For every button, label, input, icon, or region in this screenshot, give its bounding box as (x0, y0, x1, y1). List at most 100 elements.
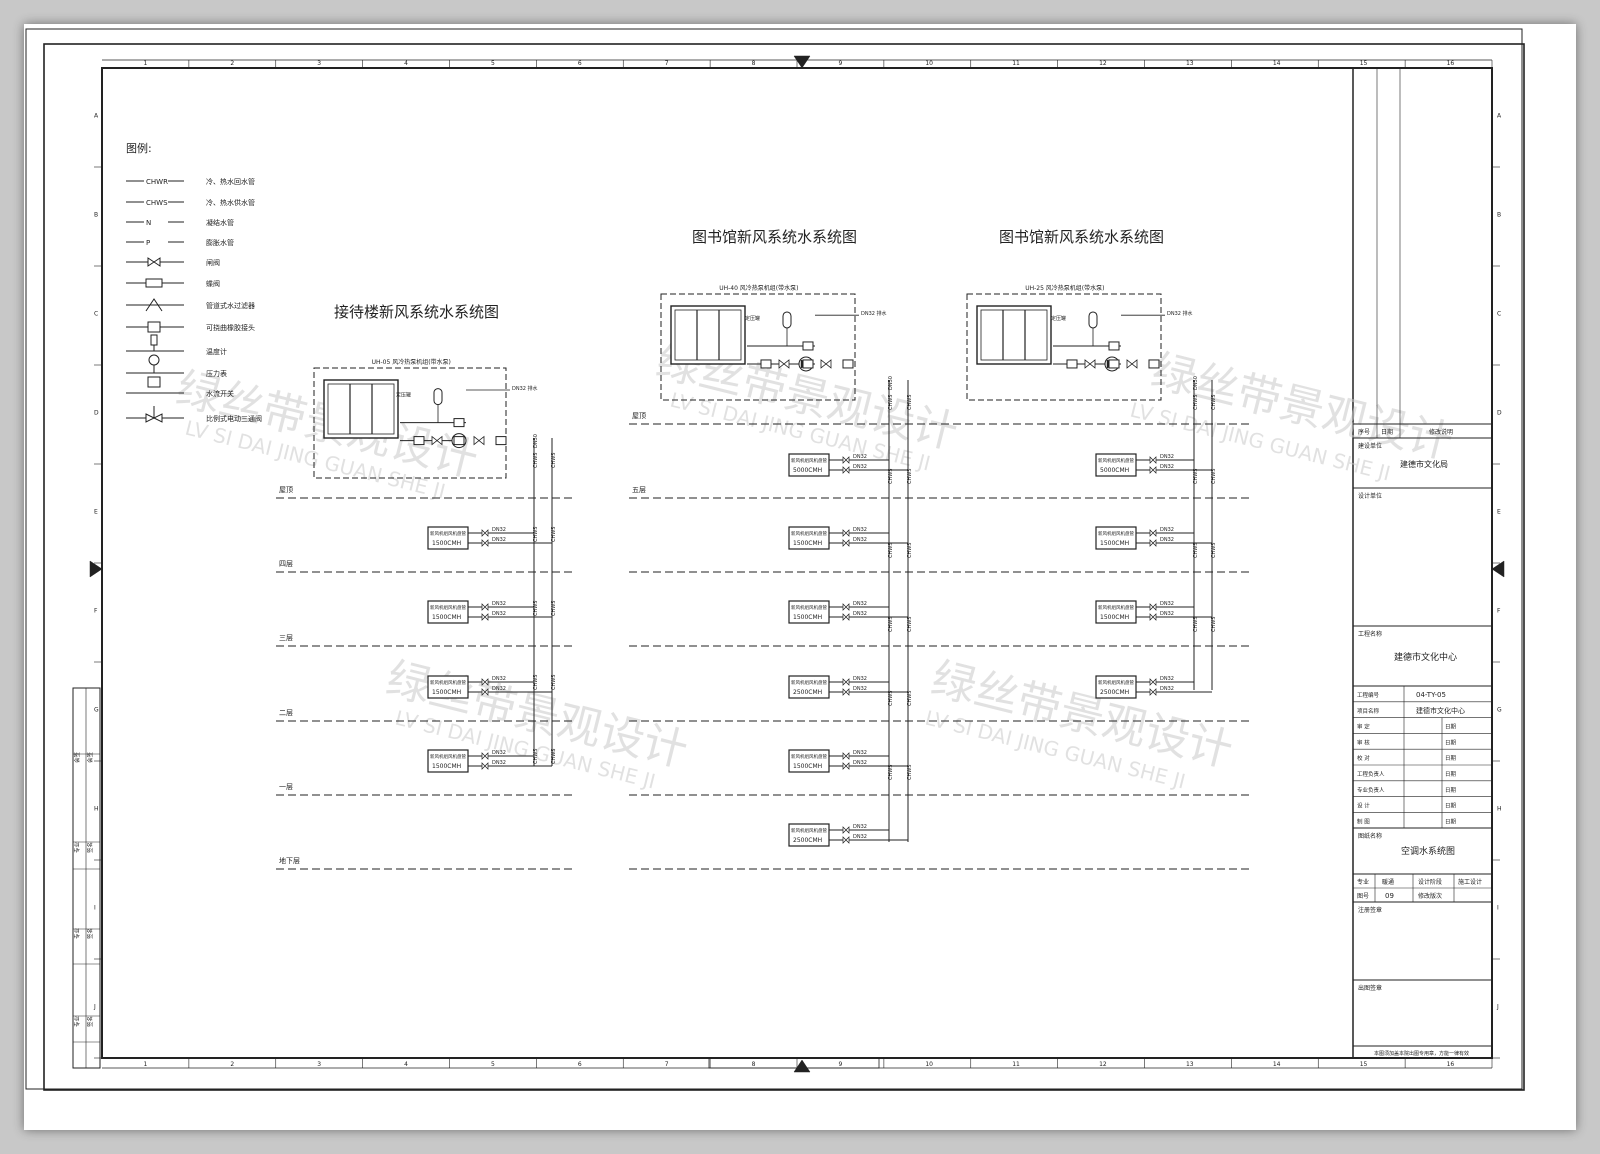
riser-label: CHWS (888, 395, 894, 410)
ahu-capacity: 1500CMH (793, 540, 822, 547)
grid-row-label-left: F (94, 608, 98, 615)
ahu-name: 新风机组风机盘管 (791, 827, 827, 834)
title-library-system-a: 图书馆新风系统水系统图 (692, 228, 857, 246)
grid-col-label-top: 15 (1360, 60, 1368, 67)
ahu-capacity: 1500CMH (793, 614, 822, 621)
paper-frame (43, 43, 1525, 1091)
rev-header-no: 序号 (1358, 428, 1370, 436)
rev-header-desc: 修改说明 (1429, 428, 1453, 436)
legend-row: 水流开关 (126, 376, 234, 398)
riser-label: CHWS (907, 469, 913, 484)
grid-col-label-bottom: 3 (317, 1061, 321, 1068)
riser-label: CHWS (533, 601, 539, 616)
grid-col-label-top: 5 (491, 60, 495, 67)
ahu-name: 新风机组风机盘管 (430, 679, 466, 686)
meta-discipline-label: 专业 (1357, 878, 1369, 886)
meta-stage-label: 设计阶段 (1418, 878, 1442, 886)
grid-col-label-top: 3 (317, 60, 321, 67)
ahu-name: 新风机组风机盘管 (1098, 679, 1134, 686)
hvac-water-system-drawing: 1122334455667788991010111112121313141415… (25, 28, 1525, 1091)
riser-label: CHWS (533, 675, 539, 690)
riser-label: CHWS (551, 527, 557, 542)
legend-symbol-code: CHWR (146, 178, 168, 186)
title-block-row-label: 工程负责人 (1357, 770, 1385, 778)
rev-header-date: 日期 (1381, 428, 1393, 436)
legend-row: 蝶阀 (126, 278, 220, 288)
drain-pipe-label: DN32 排水 (861, 310, 887, 317)
legend-description: 压力表 (206, 369, 227, 378)
grid-col-label-top: 12 (1099, 60, 1107, 67)
floor-label: 二层 (279, 709, 293, 717)
project-name: 建德市文化中心 (1394, 651, 1457, 663)
title-block-footer: 本图须加盖本院出图专用章，方能一律有效 (1374, 1050, 1469, 1057)
floor-label: 三层 (279, 634, 293, 642)
legend-description: 水流开关 (206, 389, 234, 398)
ahu-pipe-size: DN32 (492, 527, 506, 533)
grid-col-label-bottom: 12 (1099, 1061, 1107, 1068)
legend-symbol-code: CHWS (146, 199, 168, 207)
signoff-cell-label: 专业 (73, 1015, 81, 1027)
grid-col-label-top: 6 (578, 60, 582, 67)
project-label: 工程名称 (1358, 630, 1382, 638)
legend-description: 膨胀水管 (206, 238, 234, 247)
ahu-pipe-size: DN32 (1160, 464, 1174, 470)
ahu-pipe-size: DN32 (1160, 454, 1174, 460)
ahu-capacity: 1500CMH (1100, 614, 1129, 621)
riser-size-label: DN50 (533, 434, 539, 448)
title-block-row-value: 日期 (1445, 803, 1457, 810)
riser-label: CHWS (1193, 543, 1199, 558)
ahu-pipe-size: DN32 (1160, 686, 1174, 692)
title-block-row-value: 日期 (1445, 724, 1457, 731)
legend-description: 冷、热水供水管 (206, 198, 255, 207)
riser-label: CHWS (907, 691, 913, 706)
drawing-name: 空调水系统图 (1401, 845, 1455, 857)
riser-label: CHWS (907, 765, 913, 780)
grid-row-label-left: D (94, 410, 99, 417)
ahu-pipe-size: DN32 (1160, 537, 1174, 543)
ahu-pipe-size: DN32 (853, 834, 867, 840)
grid-col-label-bottom: 5 (491, 1061, 495, 1068)
ahu-capacity: 1500CMH (1100, 540, 1129, 547)
title-block-row-label: 项目名称 (1357, 707, 1380, 715)
signoff-column: 会签会签专业签名专业签名专业签名 (72, 687, 101, 1069)
grid-col-label-top: 10 (925, 60, 933, 67)
grid-col-label-bottom: 13 (1186, 1061, 1194, 1068)
ahu-capacity: 1500CMH (432, 763, 461, 770)
riser-label: CHWS (888, 543, 894, 558)
riser-label: CHWS (551, 749, 557, 764)
grid-col-label-top: 4 (404, 60, 408, 67)
grid-col-label-bottom: 2 (230, 1061, 234, 1068)
ahu-capacity: 1500CMH (793, 763, 822, 770)
grid-col-label-top: 13 (1186, 60, 1194, 67)
grid-col-label-bottom: 8 (752, 1061, 756, 1068)
title-block-row-label: 校 对 (1357, 754, 1370, 762)
legend-description: 比例式电动三通阀 (206, 414, 262, 423)
meta-discipline: 暖通 (1382, 878, 1394, 886)
title-block-row-value: 日期 (1445, 771, 1457, 778)
ahu-name: 新风机组风机盘管 (430, 604, 466, 611)
ahu-pipe-size: DN32 (853, 750, 867, 756)
signoff-cell-label: 签名 (86, 1016, 94, 1027)
grid-reference-marks: 1122334455667788991010111112121313141415… (89, 55, 1505, 1073)
grid-row-label-right: H (1497, 806, 1502, 813)
grid-col-label-top: 1 (143, 60, 147, 67)
riser-label: CHWS (907, 543, 913, 558)
title-block-row-label: 审 定 (1357, 723, 1370, 731)
signoff-cell-label: 专业 (73, 927, 81, 939)
title-block-row-value: 日期 (1445, 787, 1457, 794)
grid-row-label-right: D (1497, 410, 1502, 417)
expansion-tank-label: 定压罐 (745, 315, 760, 322)
legend-heading: 图例: (126, 141, 152, 155)
title-block-row-value: 建德市文化中心 (1416, 706, 1465, 715)
